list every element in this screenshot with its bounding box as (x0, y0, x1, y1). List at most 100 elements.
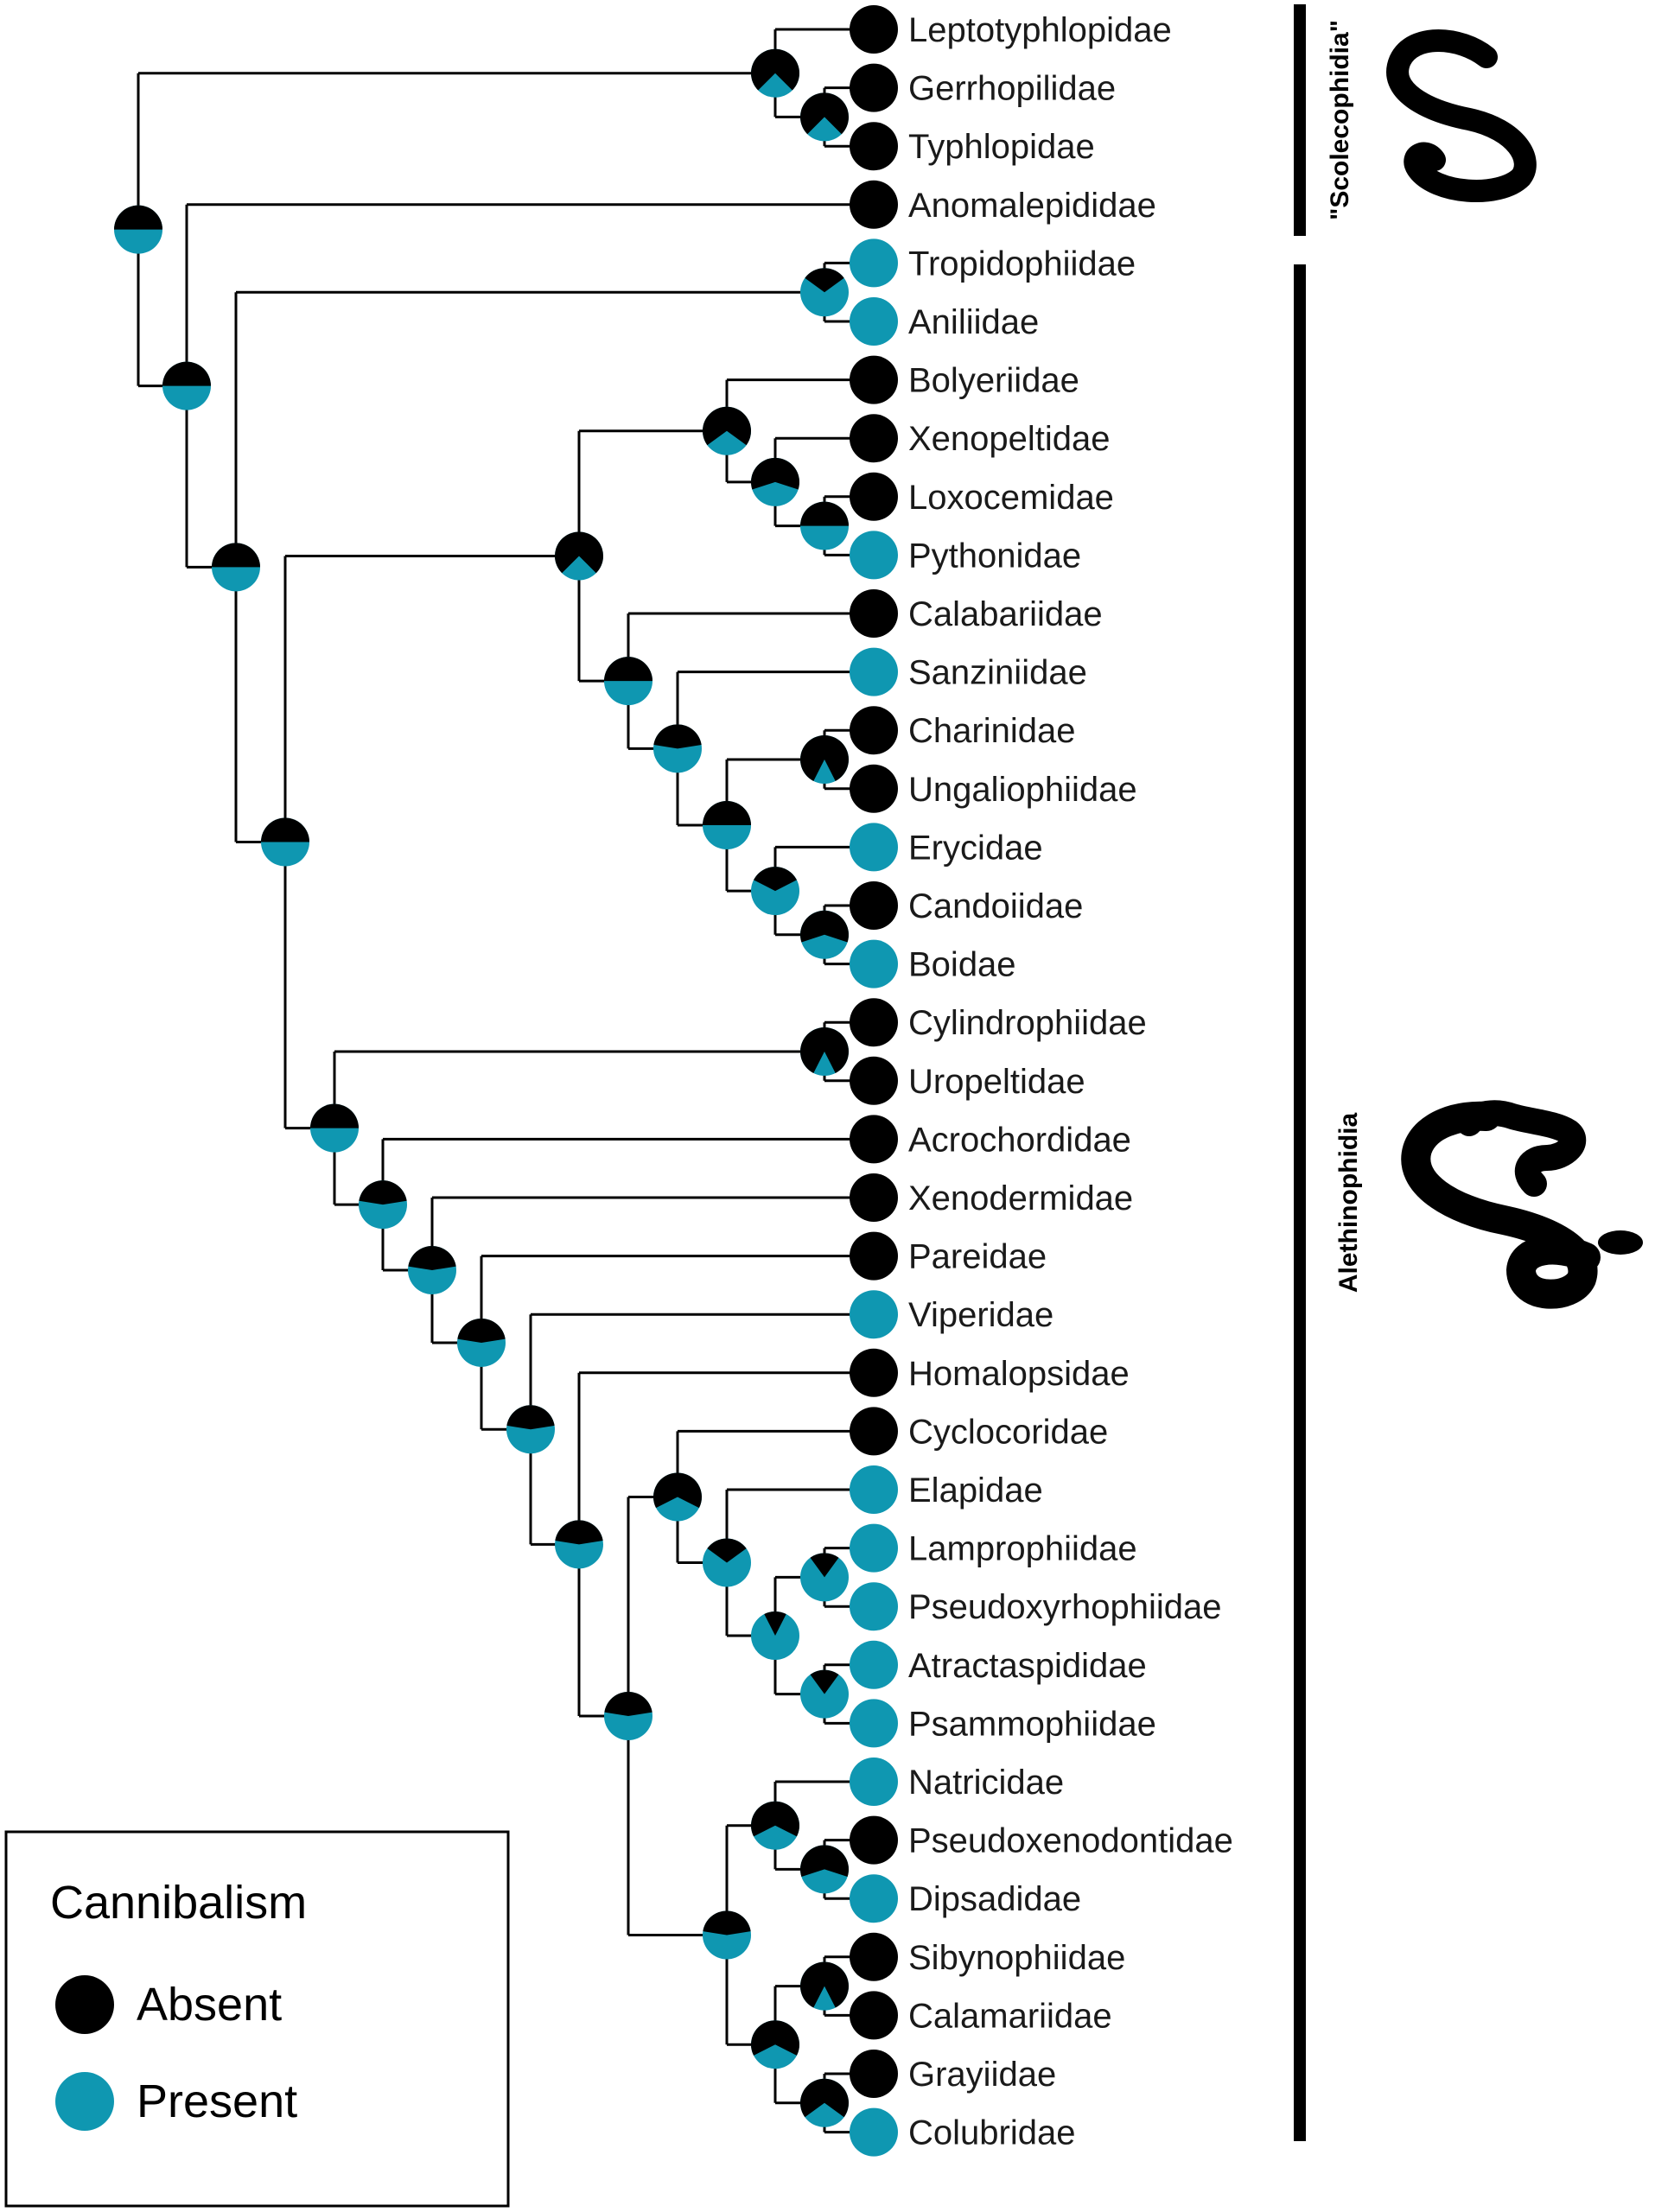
tip-states: LeptotyphlopidaeGerrhopilidaeTyphlopidae… (850, 5, 1233, 2157)
tip-label-uropeltidae: Uropeltidae (908, 1063, 1085, 1101)
ancestral-node-atr_psa (800, 1669, 849, 1719)
ancestral-node-root (114, 205, 162, 254)
tip-state-calabariidae (850, 589, 898, 638)
tip-state-gerrhopilidae (850, 63, 898, 112)
tip-label-gerrhopilidae: Gerrhopilidae (908, 70, 1116, 108)
legend-absent-swatch (55, 1975, 114, 2034)
tip-label-psammophiidae: Psammophiidae (908, 1705, 1156, 1743)
tip-state-grayiidae (850, 2050, 898, 2098)
ancestral-node-sib_cal (800, 1961, 849, 2011)
ancestral-node-xeno (408, 1245, 456, 1294)
ancestral-node-acro (359, 1180, 407, 1230)
ancestral-node-cand_boid (800, 910, 849, 959)
tip-state-boidae (850, 939, 898, 988)
tip-label-lamprophiidae: Lamprophiidae (908, 1530, 1137, 1568)
ancestral-node-calab_grp (604, 657, 652, 706)
ancestral-node-natr_grp (751, 1801, 799, 1850)
tip-state-homalopsidae (850, 1348, 898, 1397)
tip-label-viperidae: Viperidae (908, 1296, 1053, 1334)
ancestral-node-bolyeriid_grp (555, 531, 604, 581)
ancestral-node-caenoph (310, 1103, 359, 1153)
legend: Cannibalism Absent Present (4, 1830, 510, 2208)
tip-label-dipsadidae: Dipsadidae (908, 1880, 1081, 1918)
ancestral-node-parei (457, 1318, 506, 1367)
tip-state-pythonidae (850, 531, 898, 580)
tip-state-pseudoxyrhophiidae (850, 1582, 898, 1631)
tip-state-atractaspididae (850, 1640, 898, 1689)
tip-label-tropidophiidae: Tropidophiidae (908, 245, 1136, 283)
legend-absent-label: Absent (137, 1979, 282, 2031)
tip-state-uropeltidae (850, 1056, 898, 1105)
tip-state-loxocemidae (850, 472, 898, 521)
tip-label-candoiidae: Candoiidae (908, 887, 1083, 925)
ancestral-node-cycl (653, 1472, 703, 1522)
tip-label-colubridae: Colubridae (908, 2114, 1075, 2152)
tip-state-bolyeriidae (850, 355, 898, 404)
tip-state-cyclocoridae (850, 1407, 898, 1456)
ancestral-node-erycid_boid (751, 867, 799, 916)
ancestral-node-cyl_uro (800, 1027, 849, 1076)
ancestral-node-gray_col (800, 2078, 849, 2127)
tip-label-xenopeltidae: Xenopeltidae (908, 420, 1111, 458)
tip-label-aniliidae: Aniliidae (908, 303, 1039, 341)
tip-state-lamprophiidae (850, 1523, 898, 1573)
tip-label-pseudoxyrhophiidae: Pseudoxyrhophiidae (908, 1588, 1221, 1626)
tip-label-erycidae: Erycidae (908, 829, 1043, 867)
snake-icon (1401, 1100, 1643, 1309)
tip-label-ungaliophiidae: Ungaliophiidae (908, 771, 1137, 809)
tip-label-calamariidae: Calamariidae (908, 1997, 1112, 2035)
tip-state-tropidophiidae (850, 238, 898, 288)
ancestral-node-sanz_grp (653, 724, 702, 773)
tip-state-cylindrophiidae (850, 998, 898, 1047)
ancestral-node-homalo (555, 1520, 603, 1569)
ancestral-node-elap_atr (751, 1611, 799, 1660)
tip-label-loxocemidae: Loxocemidae (908, 479, 1114, 517)
scolecophidia-bar (1294, 4, 1306, 236)
ancestral-node-elap_grp (703, 1538, 751, 1587)
tip-state-xenopeltidae (850, 414, 898, 463)
tip-state-calamariidae (850, 1991, 898, 2040)
tip-state-acrochordidae (850, 1115, 898, 1164)
tip-state-aniliidae (850, 297, 898, 346)
ancestral-node-elap_col (604, 1691, 652, 1740)
tip-label-natricidae: Natricidae (908, 1764, 1064, 1802)
tip-label-charinidae: Charinidae (908, 712, 1075, 750)
tip-label-cylindrophiidae: Cylindrophiidae (908, 1004, 1147, 1042)
ancestral-node-lamp_pseu (800, 1553, 849, 1602)
tip-label-boidae: Boidae (908, 946, 1016, 984)
ancestral-node-xenopelt_grp (703, 406, 752, 455)
tip-state-leptotyphlopidae (850, 5, 898, 54)
legend-present-label: Present (137, 2075, 297, 2127)
tip-state-xenodermidae (850, 1173, 898, 1222)
tip-state-psammophiidae (850, 1699, 898, 1748)
ancestral-node-char_ung (800, 735, 849, 784)
tip-label-cyclocoridae: Cyclocoridae (908, 1413, 1108, 1451)
tip-label-elapidae: Elapidae (908, 1471, 1043, 1510)
ancestral-node-loxo_py2 (800, 501, 849, 550)
tip-label-bolyeriidae: Bolyeriidae (908, 362, 1079, 400)
tip-state-viperidae (850, 1290, 898, 1339)
legend-present-swatch (55, 2072, 114, 2131)
alethinophidia-label: Alethinophidia (1334, 1113, 1363, 1294)
tip-label-grayiidae: Grayiidae (908, 2056, 1056, 2094)
tip-state-erycidae (850, 823, 898, 872)
tip-state-pseudoxenodontidae (850, 1815, 898, 1865)
tip-state-dipsadidae (850, 1874, 898, 1923)
tip-state-candoiidae (850, 881, 898, 930)
tip-label-typhlopidae: Typhlopidae (908, 128, 1095, 166)
scolecophidia-label: "Scolecophidia" (1326, 20, 1354, 220)
tip-state-natricidae (850, 1758, 898, 1806)
ancestral-node-boid_py (261, 817, 309, 867)
tip-label-sibynophiidae: Sibynophiidae (908, 1939, 1125, 1977)
ancestral-node-viper (506, 1405, 555, 1454)
tip-state-colubridae (850, 2107, 898, 2157)
tip-label-leptotyphlopidae: Leptotyphlopidae (908, 11, 1172, 49)
tip-state-pareidae (850, 1231, 898, 1281)
ancestral-node-aleth_all (162, 361, 211, 410)
tip-state-sibynophiidae (850, 1932, 898, 1981)
tip-state-anomalepididae (850, 180, 898, 229)
tip-state-charinidae (850, 706, 898, 755)
ancestral-state-nodes (114, 48, 849, 2127)
ancestral-node-col_grp (703, 1910, 751, 1960)
